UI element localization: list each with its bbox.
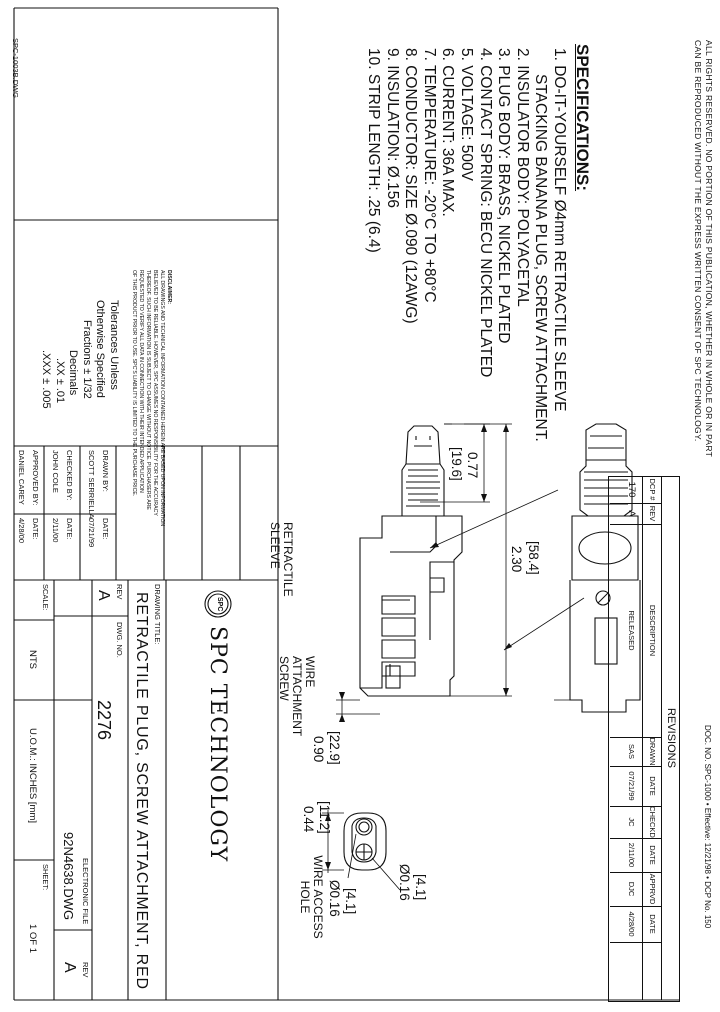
callout-line: SLEEVE bbox=[268, 522, 282, 569]
callout-line: ATTACHMENT bbox=[290, 656, 304, 737]
dim-access-diameter-mm: [4.1] bbox=[343, 888, 358, 915]
callout-line: WIRE bbox=[303, 656, 317, 688]
spc-logo: SPC bbox=[216, 597, 223, 612]
scale-value: NTS bbox=[27, 650, 38, 669]
tolerance-line: .XX ± .01 bbox=[54, 358, 66, 404]
disclaimer-line: ALL DRAWINGS AND TECHNICAL INFORMATION C… bbox=[159, 270, 165, 527]
dim-hole-diameter: Ø0.16 bbox=[397, 864, 412, 901]
tolerance-line: Fractions ± 1/32 bbox=[81, 320, 93, 399]
approved-date: 4/28/00 bbox=[17, 518, 26, 544]
tolerance-line: Otherwise Specified bbox=[94, 300, 107, 398]
company-name: SPC TECHNOLOGY bbox=[205, 626, 230, 863]
callout-line: SCREW bbox=[277, 656, 291, 701]
sheet-label: SHEET: bbox=[41, 864, 50, 891]
approved-name: DANIEL CAREY bbox=[17, 450, 26, 505]
rev-value: A bbox=[95, 590, 112, 601]
uom: U.O.M.: INCHES [mm] bbox=[27, 728, 38, 823]
callout-wire-attachment-screw: WIRE ATTACHMENT SCREW bbox=[277, 656, 317, 766]
disclaimer-line: THEREOF. SUCH INFORMATION IS SUBJECT TO … bbox=[145, 270, 151, 510]
efile-name: 92N4638.DWG bbox=[61, 832, 76, 921]
rev-label: REV bbox=[115, 584, 124, 600]
scale-label: SCALE: bbox=[41, 584, 50, 611]
rev-value-2: A bbox=[61, 962, 78, 973]
dwg-label: DWG. NO. bbox=[115, 622, 124, 658]
form-number: SPC-1003B.DWG bbox=[11, 38, 20, 99]
drawn-date-label: DATE: bbox=[101, 518, 110, 540]
drawn-by-label: DRAWN BY: bbox=[101, 450, 110, 492]
dim-hole-diameter-mm: [4.1] bbox=[413, 874, 428, 901]
dwg-number: 2276 bbox=[94, 700, 114, 741]
dim-overall-length-mm: [58.4] bbox=[526, 541, 541, 575]
checked-name: JOHN COLE bbox=[51, 450, 60, 493]
dim-body-height-mm: [22.9] bbox=[327, 731, 342, 765]
disclaimer-line: BELIEVED TO BE RELIABLE. HOWEVER, SPC AS… bbox=[152, 270, 158, 516]
checked-date-label: DATE: bbox=[65, 518, 74, 540]
approved-date-label: DATE: bbox=[31, 518, 40, 540]
callout-line: RETRACTILE bbox=[281, 522, 295, 597]
checked-date: 2/11/00 bbox=[51, 518, 60, 543]
sheet-value: 1 OF 1 bbox=[27, 924, 38, 954]
efile-label: ELECTRONIC FILE bbox=[81, 858, 90, 925]
disclaimer-line: OF THIS PRODUCT PRIOR TO USE. SPC'S LIAB… bbox=[131, 270, 137, 497]
approved-by-label: APPROVED BY: bbox=[31, 450, 40, 506]
checked-by-label: CHECKED BY: bbox=[65, 450, 74, 501]
dim-end-width-mm: [11.2] bbox=[317, 801, 332, 834]
callout-wire-access-hole: WIRE ACCESS HOLE bbox=[298, 852, 325, 942]
tolerance-line: Tolerances Unless bbox=[108, 300, 120, 390]
drawing-title-label: DRAWING TITLE: bbox=[153, 584, 162, 645]
rev-label-2: REV bbox=[81, 962, 90, 978]
callout-retractile-sleeve: RETRACTILE SLEEVE bbox=[268, 522, 295, 602]
disclaimer-line: REQUESTED TO VERIFY ALL DATA IN CONNECTI… bbox=[138, 270, 144, 493]
callout-line: WIRE ACCESS bbox=[311, 855, 325, 939]
tolerance-line: .XXX ± .005 bbox=[40, 350, 53, 409]
callout-line: HOLE bbox=[298, 880, 312, 914]
drawing-title: RETRACTILE PLUG, SCREW ATTACHMENT, RED bbox=[133, 592, 150, 990]
dim-access-diameter: Ø0.16 bbox=[327, 880, 342, 917]
drawn-date: 07/21/99 bbox=[87, 518, 96, 548]
tolerance-line: Decimals bbox=[67, 350, 80, 396]
dim-pin-length: 0.77 bbox=[465, 452, 480, 479]
drawn-name: SCOTT SERRIELLA bbox=[87, 450, 96, 519]
dim-overall-length: 2.30 bbox=[509, 546, 524, 573]
disclaimer-title: DISCLAIMER: bbox=[166, 270, 172, 305]
disclaimer-block: DISCLAIMER: ALL DRAWINGS AND TECHNICAL I… bbox=[130, 270, 172, 526]
tolerances-block: Tolerances Unless Otherwise Specified Fr… bbox=[39, 300, 121, 409]
dim-pin-length-mm: [19.6] bbox=[449, 447, 464, 481]
dim-end-width: 0.44 bbox=[301, 806, 316, 833]
